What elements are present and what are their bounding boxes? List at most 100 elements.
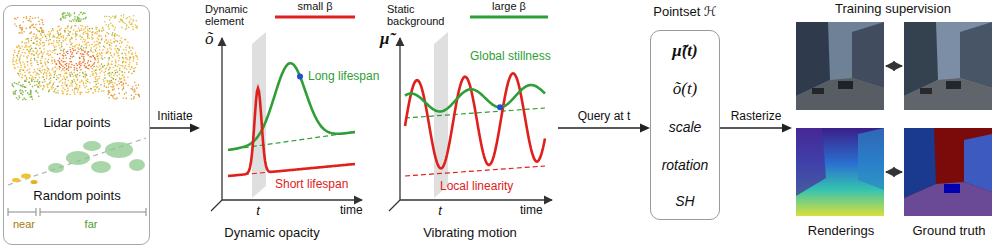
lidar-point: [71, 21, 73, 23]
lidar-point: [66, 76, 68, 78]
lidar-point: [116, 75, 118, 77]
lidar-point: [24, 80, 26, 82]
lidar-point: [121, 78, 123, 80]
lidar-point: [116, 50, 118, 52]
lidar-point: [54, 61, 56, 63]
lidar-point: [112, 96, 114, 98]
lidar-point: [39, 39, 41, 41]
lidar-point: [85, 32, 87, 34]
lidar-point: [13, 93, 15, 95]
lidar-point: [68, 69, 70, 71]
lidar-point: [84, 65, 86, 67]
lidar-point: [11, 83, 13, 85]
rect-part: [904, 128, 992, 216]
depth-axis: [389, 200, 400, 211]
lidar-point: [69, 31, 71, 33]
lidar-point: [18, 73, 20, 75]
lidar-point: [21, 42, 23, 44]
lidar-point: [113, 54, 115, 56]
lidar-point: [24, 52, 26, 54]
lidar-point: [109, 72, 111, 74]
lidar-point: [134, 91, 136, 93]
lidar-point: [81, 80, 83, 82]
lidar-point: [13, 54, 15, 56]
lidar-point: [71, 37, 73, 39]
lidar-point: [66, 57, 68, 59]
lidar-point: [64, 77, 66, 79]
lidar-point: [17, 17, 19, 19]
lidar-point: [62, 40, 64, 42]
lidar-point: [94, 44, 96, 46]
lidar-point: [92, 75, 94, 77]
lidar-point: [108, 59, 110, 61]
lidar-point: [90, 56, 92, 58]
lidar-point: [19, 27, 21, 29]
lidar-point: [52, 68, 54, 70]
lidar-point: [133, 57, 135, 59]
lidar-point: [104, 86, 106, 88]
lidar-point: [12, 64, 14, 66]
depth-axis: [211, 200, 222, 211]
lidar-point: [17, 98, 19, 100]
lidar-point: [62, 58, 64, 60]
lidar-point: [95, 91, 97, 93]
lidar-point: [126, 69, 128, 71]
lidar-point: [35, 77, 37, 79]
lidar-point: [110, 86, 112, 88]
lidar-point: [81, 49, 83, 51]
lidar-point: [118, 88, 120, 90]
lidar-point: [63, 49, 65, 51]
lidar-point: [132, 26, 134, 28]
lidar-point: [97, 59, 99, 61]
lidar-point: [110, 73, 112, 75]
lidar-point: [79, 67, 81, 69]
lidar-point: [53, 83, 55, 85]
lidar-point: [79, 35, 81, 37]
lidar-point: [129, 22, 131, 24]
lidar-point: [40, 85, 42, 87]
lidar-point: [75, 20, 77, 22]
lidar-point: [125, 83, 127, 85]
lidar-point: [31, 65, 33, 67]
lidar-point: [29, 84, 31, 86]
rgb-ground-truth: [904, 22, 992, 110]
lidar-point: [36, 51, 38, 53]
lidar-point: [29, 46, 31, 48]
lidar-point: [116, 45, 118, 47]
lidar-point: [16, 60, 18, 62]
lidar-point: [127, 85, 129, 87]
lidar-point: [37, 68, 39, 70]
lidar-point: [114, 70, 116, 72]
lidar-point: [112, 89, 114, 91]
lidar-point: [117, 48, 119, 50]
lidar-point: [111, 63, 113, 65]
lidar-point: [36, 41, 38, 43]
lidar-point: [57, 54, 59, 56]
lidar-point: [44, 79, 46, 81]
lidar-point: [84, 59, 86, 61]
lidar-point: [58, 81, 60, 83]
lidar-point: [48, 40, 50, 42]
flow-arrow: [720, 124, 792, 133]
lidar-point: [53, 50, 55, 52]
lidar-point: [61, 60, 63, 62]
lidar-point: [108, 83, 110, 85]
lidar-point: [91, 50, 93, 52]
lidar-point: [15, 26, 17, 28]
lidar-point: [31, 96, 33, 98]
lidar-point: [45, 36, 47, 38]
lidar-point: [26, 18, 28, 20]
lidar-point: [42, 88, 44, 90]
lidar-point: [123, 97, 125, 99]
lidar-point: [59, 29, 61, 31]
lidar-point: [39, 84, 41, 86]
lidar-point: [119, 42, 121, 44]
lidar-point: [83, 38, 85, 40]
lidar-point: [94, 89, 96, 91]
lidar-point: [64, 30, 66, 32]
lidar-point: [26, 56, 28, 58]
lidar-point: [131, 66, 133, 68]
lidar-point: [72, 75, 74, 77]
lidar-point: [98, 91, 100, 93]
lidar-point: [98, 29, 100, 31]
